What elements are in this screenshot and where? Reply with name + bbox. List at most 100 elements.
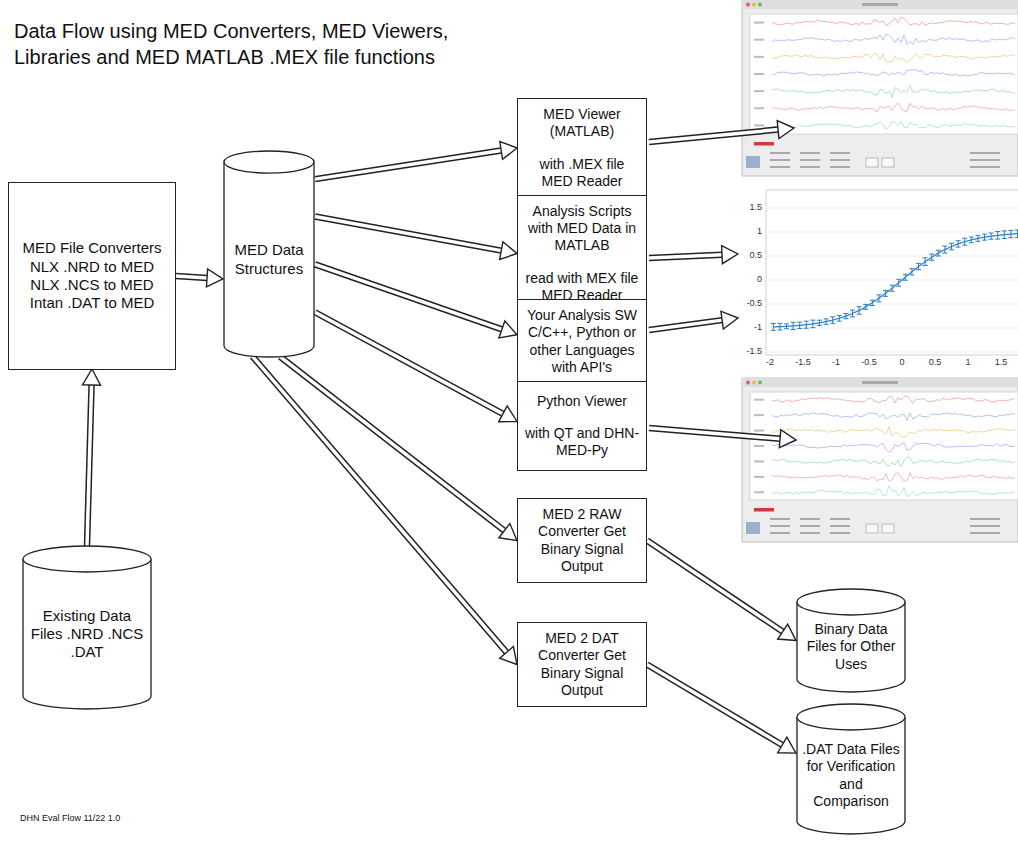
axis-tick-label: -0.5 — [746, 299, 762, 309]
error-cap — [949, 243, 954, 244]
error-cap — [890, 285, 895, 286]
error-cap — [903, 274, 908, 275]
grid-line — [766, 352, 1018, 353]
error-cap — [824, 318, 829, 319]
info-text-mark — [970, 518, 1000, 520]
arrow-shaft-inner — [649, 255, 722, 258]
error-cap — [1008, 230, 1013, 231]
signal-trace — [772, 17, 1015, 25]
title-text-mark — [862, 3, 898, 6]
cylinder-body — [23, 559, 151, 709]
signal-trace — [772, 443, 1015, 453]
error-cap — [883, 296, 888, 297]
error-cap — [909, 275, 914, 276]
node-text: Existing Data Files .NRD .NCS .DAT — [28, 607, 146, 662]
arrow-head — [722, 246, 738, 264]
axis-tick-label: 1 — [965, 358, 970, 368]
error-cap — [857, 314, 862, 315]
info-text-mark — [770, 532, 790, 534]
flow-arrow — [280, 357, 517, 541]
diagram-title: Data Flow using MED Converters, MED View… — [14, 18, 494, 70]
arrow-head — [500, 646, 517, 664]
error-cap — [969, 237, 974, 238]
axis-tick-label: 0.5 — [929, 358, 942, 368]
error-cap — [784, 328, 789, 329]
channel-name-mark — [754, 445, 764, 447]
error-cap — [784, 323, 789, 324]
window-button — [746, 381, 750, 385]
error-cap — [929, 260, 934, 261]
channel-name-mark — [754, 56, 764, 58]
arrow-shaft-outline — [649, 130, 778, 142]
screenshot-frame — [742, 0, 1018, 176]
info-text-mark — [830, 159, 850, 161]
info-text-mark — [970, 159, 1000, 161]
error-cap — [923, 265, 928, 266]
output-arrow — [649, 121, 794, 142]
error-cap — [916, 263, 921, 264]
data-store-cylinder: MED Data Structures — [223, 150, 315, 358]
error-cap — [883, 290, 888, 291]
error-cap — [969, 242, 974, 243]
grid-line — [766, 328, 1018, 329]
cylinder-body — [224, 162, 314, 357]
arrow-shaft-outline — [647, 541, 783, 632]
error-cap — [975, 241, 980, 242]
node-text: Python Viewer — [537, 393, 627, 410]
window-button — [752, 381, 756, 385]
axis-tick-label: -1 — [832, 358, 840, 368]
info-text-mark — [970, 532, 1000, 534]
signal-trace — [772, 34, 1015, 44]
error-cap — [936, 250, 941, 251]
channel-name-mark — [754, 399, 764, 401]
channel-name-mark — [754, 476, 764, 478]
error-cap — [804, 321, 809, 322]
error-cap — [929, 254, 934, 255]
axis-tick-label: 1.5 — [995, 358, 1008, 368]
channel-name-mark — [754, 107, 764, 109]
signal-trace — [772, 473, 1015, 482]
info-text-mark — [830, 525, 850, 527]
nav-button — [882, 524, 894, 533]
arrow-shaft-outline — [649, 428, 780, 439]
error-cap — [936, 256, 941, 257]
plot-area — [750, 392, 1018, 500]
file-cylinder: Existing Data Files .NRD .NCS .DAT — [22, 545, 152, 710]
error-cap — [982, 234, 987, 235]
node-text: MED File Converters NLX .NRD to MED NLX … — [15, 239, 169, 312]
axis-tick-label: -1 — [754, 323, 762, 333]
flow-arrow — [315, 142, 517, 180]
logo-mark — [746, 522, 760, 534]
error-cap — [824, 324, 829, 325]
error-cap — [896, 286, 901, 287]
channel-name-mark — [754, 22, 764, 24]
error-cap — [870, 305, 875, 306]
arrow-head — [83, 369, 101, 385]
arrow-shaft-outline — [647, 665, 782, 745]
process-box: Python Viewerwith QT and DHN-MED-Py — [517, 381, 647, 471]
info-text-mark — [800, 525, 820, 527]
cylinder-top — [224, 151, 314, 173]
node-text: with .MEX file MED Reader — [524, 156, 640, 190]
error-cap — [810, 320, 815, 321]
error-cap — [850, 310, 855, 311]
process-box: Analysis Scripts with MED Data in MATLAB… — [517, 195, 647, 312]
arrow-shaft-outline — [87, 385, 92, 546]
flow-arrow — [647, 665, 796, 754]
arrow-shaft-inner — [647, 665, 782, 745]
channel-name-mark — [754, 73, 764, 75]
info-text-mark — [970, 152, 1000, 154]
channel-name-mark — [754, 90, 764, 92]
title-bar — [742, 378, 1018, 387]
signal-trace — [772, 413, 1015, 421]
arrow-shaft-inner — [649, 428, 780, 439]
error-cap — [830, 316, 835, 317]
plot-area — [750, 14, 1018, 134]
window-button — [752, 3, 756, 7]
channel-name-mark — [754, 124, 764, 126]
error-cap — [982, 240, 987, 241]
flow-arrow — [315, 217, 517, 260]
signal-trace — [772, 103, 1015, 112]
node-text: Analysis Scripts with MED Data in MATLAB — [524, 203, 640, 254]
error-cap — [1002, 230, 1007, 231]
